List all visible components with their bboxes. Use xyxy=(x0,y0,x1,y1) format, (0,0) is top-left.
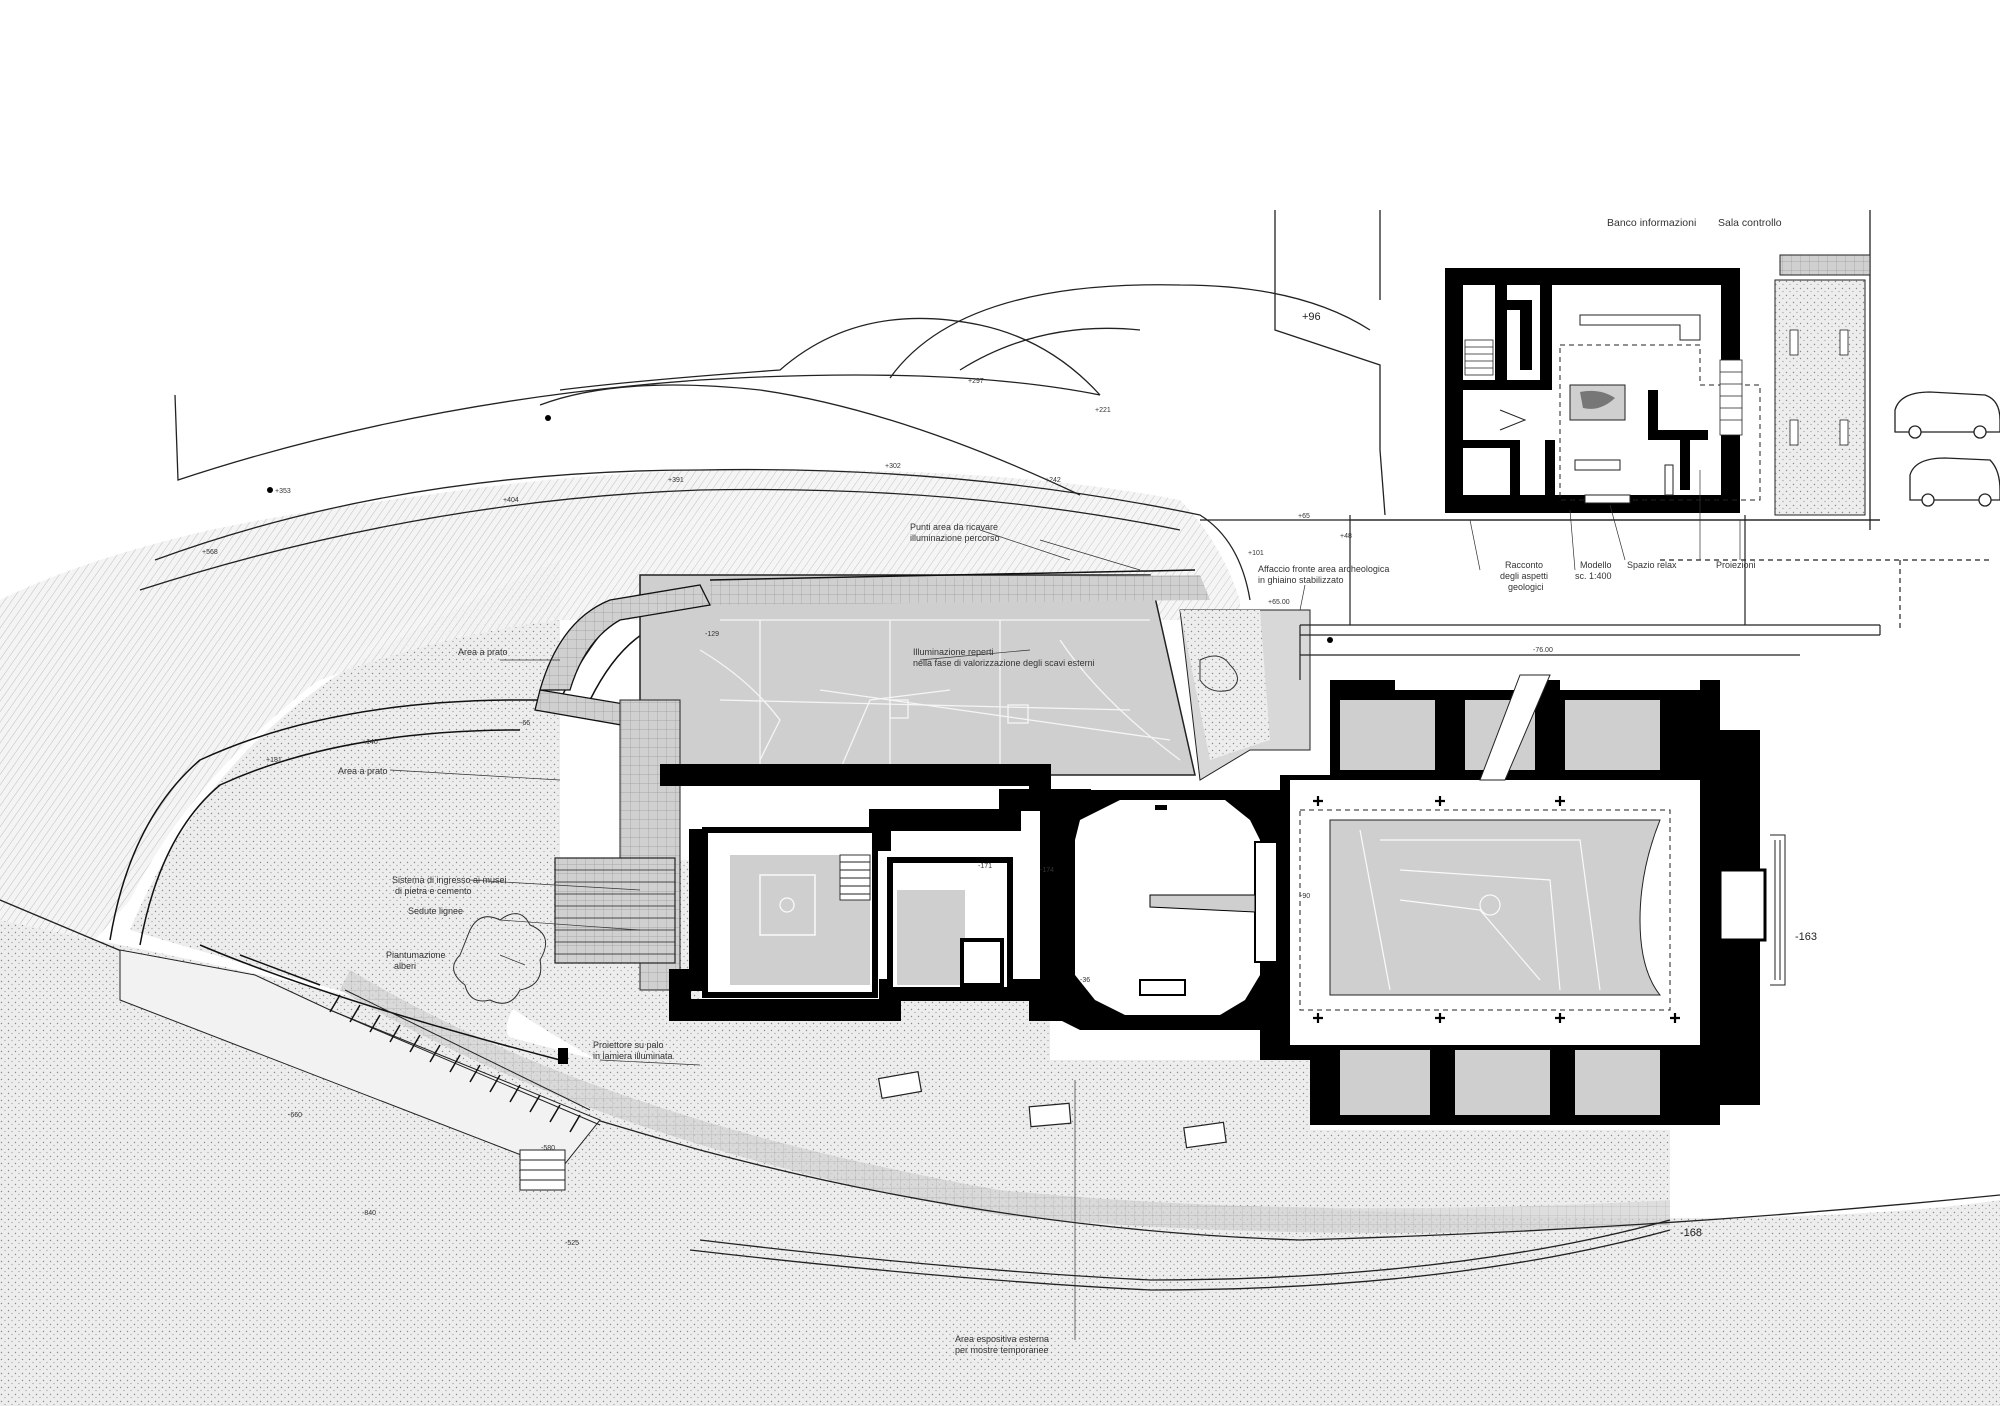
level-302: +302 xyxy=(885,463,901,470)
level-90: -90 xyxy=(1300,893,1310,900)
left-slope xyxy=(0,470,700,940)
label-proiettore-1: Proiettore su palo xyxy=(593,1040,664,1050)
level-101: +101 xyxy=(1248,550,1264,557)
label-espo-1: Area espositiva esterna xyxy=(955,1334,1049,1344)
label-accesso-1: Sistema di ingresso ai musei xyxy=(392,875,507,885)
museum-building xyxy=(1445,254,1871,516)
level-353: +353 xyxy=(275,488,291,495)
label-illum-2: nella fase di valorizzazione degli scavi… xyxy=(913,658,1095,668)
corridor xyxy=(1299,515,1990,680)
level-174: -174 xyxy=(1040,867,1054,874)
level-580: -580 xyxy=(541,1145,555,1152)
level-96: +96 xyxy=(1302,311,1321,323)
label-sedute: Sedute lignee xyxy=(408,906,463,916)
car-icon xyxy=(1894,391,2000,507)
label-accesso-2: di pietra e cemento xyxy=(395,886,472,896)
label-espo-2: per mostre temporanee xyxy=(955,1345,1049,1355)
label-affaccio-1: Affaccio fronte area archeologica xyxy=(1258,564,1389,574)
level-660: -660 xyxy=(288,1112,302,1119)
label-punti-2: illuminazione percorso xyxy=(910,533,1000,543)
level-129: -129 xyxy=(705,631,719,638)
label-area-prato-2: Area a prato xyxy=(338,766,388,776)
level-76: -76.00 xyxy=(1533,647,1553,654)
label-racconto-2: degli aspetti xyxy=(1500,571,1548,581)
level-168: -168 xyxy=(1680,1227,1702,1239)
annotation-labels: Banco informazioni Sala controllo Raccon… xyxy=(338,217,1782,1355)
middle-ground xyxy=(500,860,1670,1208)
level-181: +181 xyxy=(266,757,282,764)
label-modello-1: Modello xyxy=(1580,560,1612,570)
label-banco: Banco informazioni xyxy=(1607,217,1696,229)
level-525: -525 xyxy=(565,1240,579,1247)
label-proiezioni: Proiezioni xyxy=(1716,560,1756,570)
label-sala: Sala controllo xyxy=(1718,217,1782,229)
level-242: +242 xyxy=(1045,477,1061,484)
label-racconto-1: Racconto xyxy=(1505,560,1543,570)
label-modello-2: sc. 1:400 xyxy=(1575,571,1612,581)
small-stair xyxy=(519,1149,566,1191)
label-racconto-3: geologici xyxy=(1508,582,1544,592)
stair-treads xyxy=(329,994,581,1133)
level-568: +568 xyxy=(202,549,218,556)
label-area-prato-1: Area a prato xyxy=(458,647,508,657)
level-66: -66 xyxy=(520,720,530,727)
stair-bands xyxy=(119,949,601,1171)
label-affaccio-2: in ghiaino stabilizzato xyxy=(1258,575,1344,585)
level-36: -36 xyxy=(1080,977,1090,984)
label-punti-1: Punti area da ricavare xyxy=(910,522,998,532)
level-48: +48 xyxy=(1340,533,1352,540)
level-840: -840 xyxy=(362,1210,376,1217)
label-proiettore-2: in lamiera illuminata xyxy=(593,1051,673,1061)
ground-benches xyxy=(877,1070,1227,1149)
church xyxy=(1040,674,1786,1125)
level-171: -171 xyxy=(978,863,992,870)
level-65: +65 xyxy=(1298,513,1310,520)
level-163: -163 xyxy=(1795,931,1817,943)
level-85: +65.00 xyxy=(1268,599,1290,606)
inner-lawn xyxy=(130,560,560,1040)
level-140: +140 xyxy=(362,739,378,746)
vegetation xyxy=(453,655,1238,1004)
label-panchine-2: alberi xyxy=(394,961,416,971)
label-panchine-1: Piantumazione xyxy=(386,950,446,960)
excavation-area xyxy=(639,569,1311,781)
leader-lines xyxy=(389,470,1741,1340)
left-building xyxy=(554,699,1091,1021)
level-297: +297 xyxy=(968,378,984,385)
label-illum-1: Illuminazione reperti xyxy=(913,647,994,657)
site-markers xyxy=(267,415,1333,1064)
level-markers: +96 +297 +221 +353 +404 +391 +302 +242 +… xyxy=(202,311,1817,1247)
label-spazio: Spazio relax xyxy=(1627,560,1677,570)
terrace-band xyxy=(340,970,1670,1233)
level-404: +404 xyxy=(503,497,519,504)
level-221: +221 xyxy=(1095,407,1111,414)
level-391: +391 xyxy=(668,477,684,484)
